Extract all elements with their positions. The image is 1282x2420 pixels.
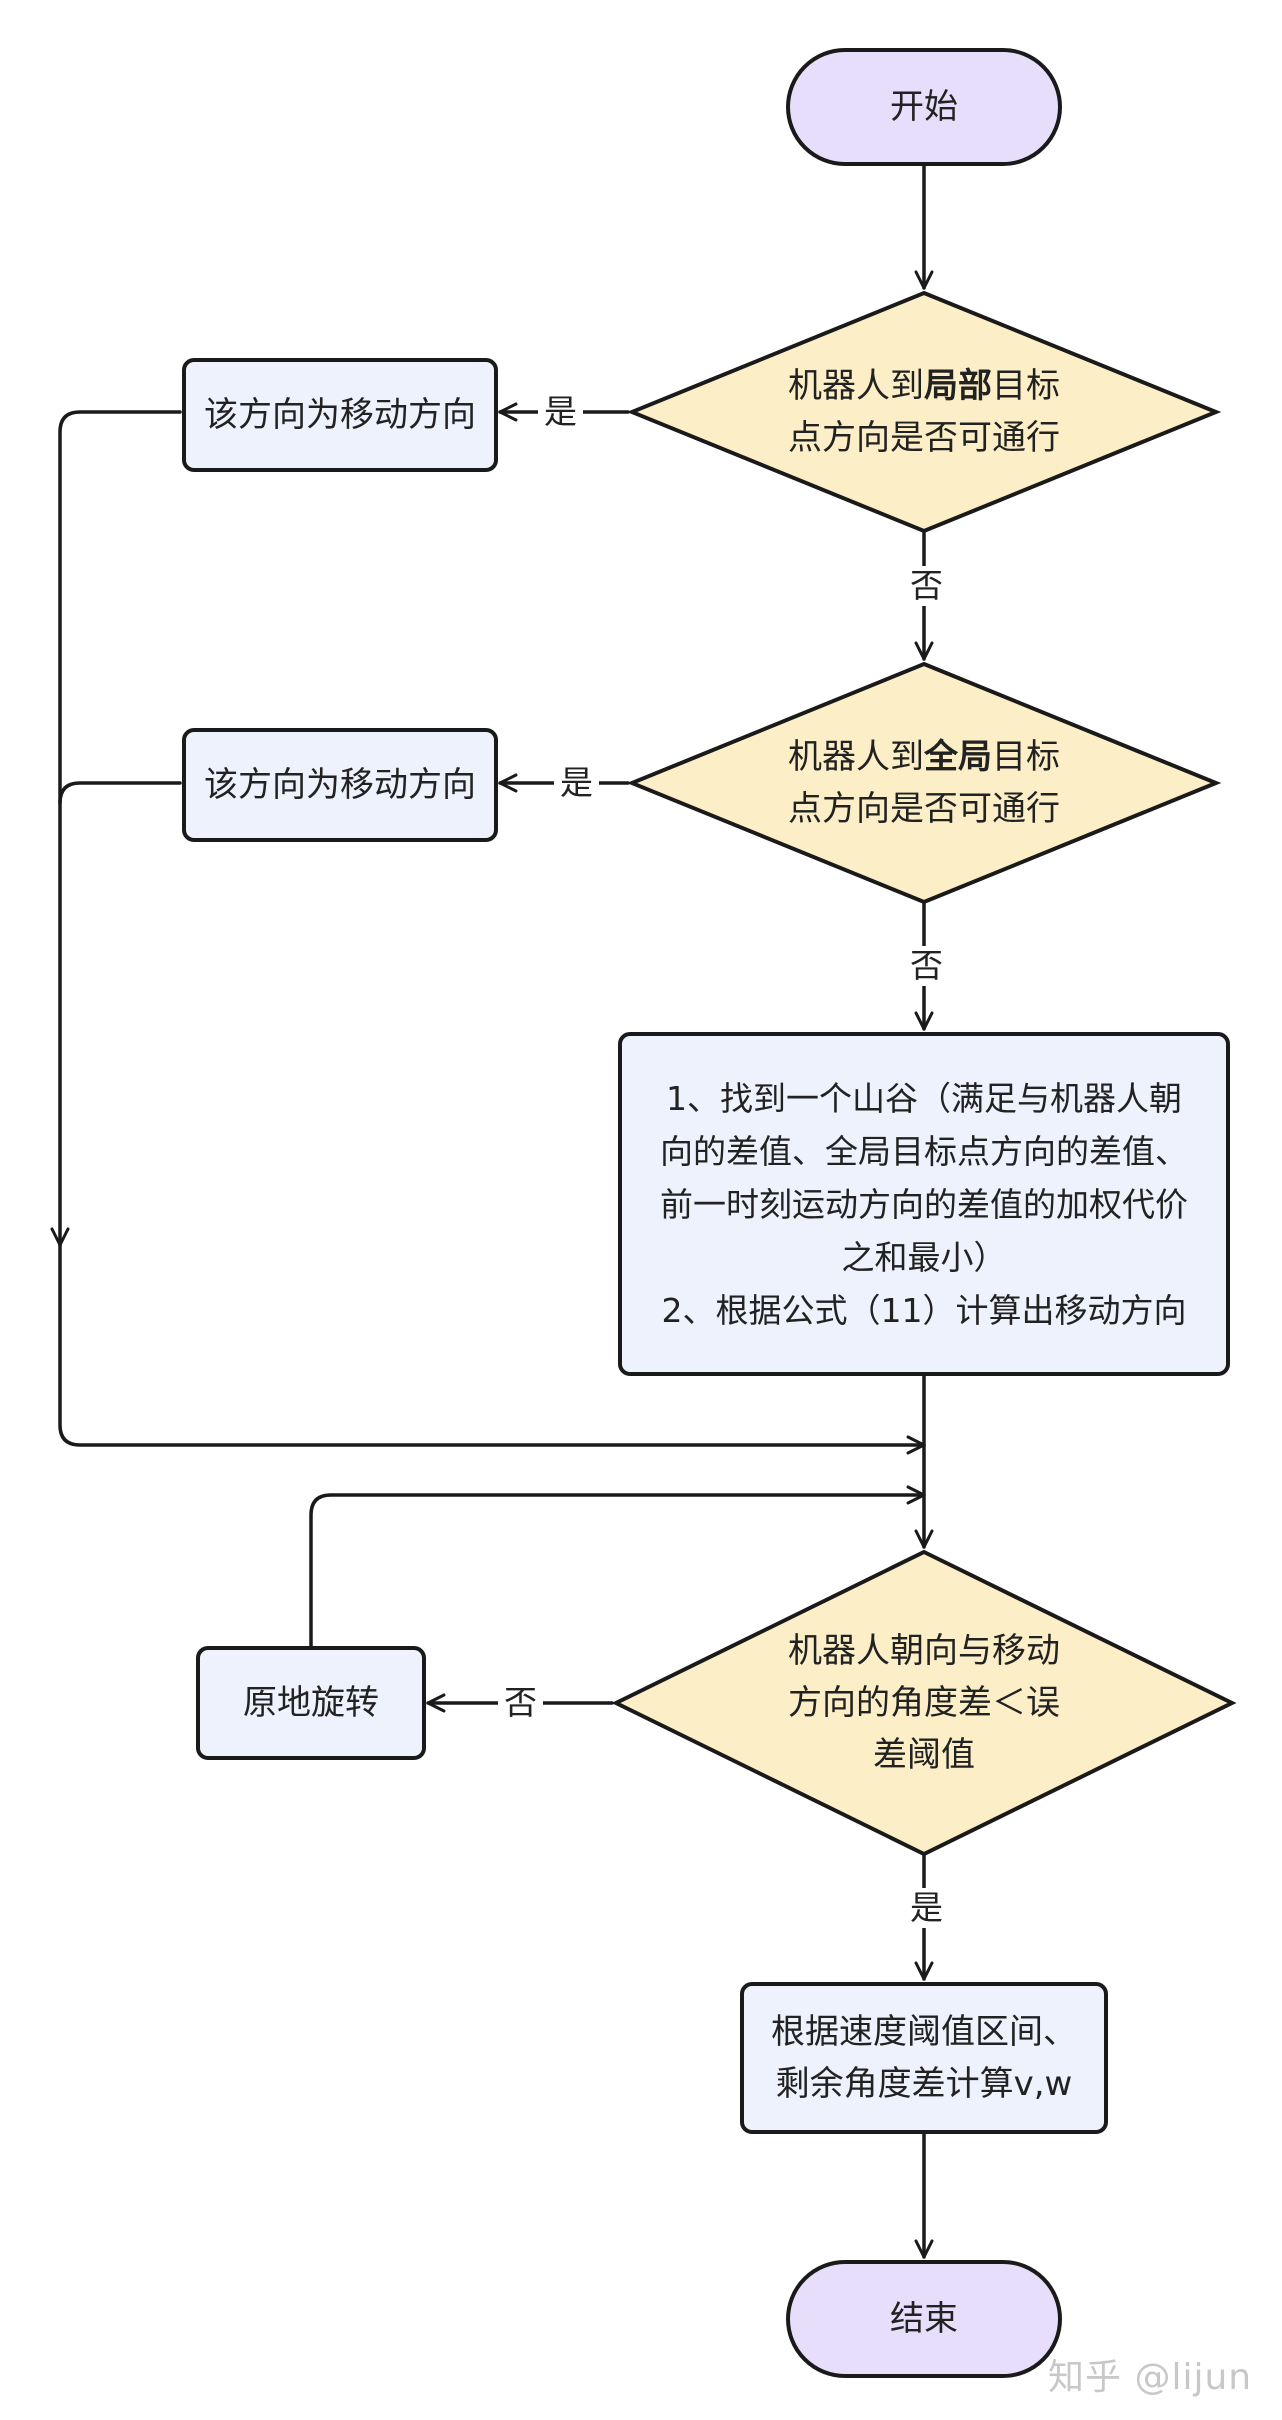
decision-local-text-bold: 局部 (924, 366, 992, 406)
decision-angle-line-1: 机器人朝向与移动 (788, 1631, 1060, 1671)
move-direction-box-2 (182, 728, 498, 842)
start-label-text: 开始 (890, 87, 958, 127)
start-terminal (786, 48, 1062, 166)
edge-label-local-yes: 是 (538, 392, 583, 432)
valley-line-2: 向的差值、全局目标点方向的差值、 (660, 1131, 1188, 1171)
move-direction-text-2: 该方向为移动方向 (204, 765, 476, 805)
edge-label-global-no: 否 (904, 946, 949, 986)
decision-local-diamond (626, 290, 1222, 534)
decision-local-label: 机器人到局部目标 点方向是否可通行 (700, 350, 1148, 474)
compute-vw-label: 根据速度阈值区间、 剩余角度差计算v,w (742, 1984, 1106, 2132)
valley-line-3: 前一时刻运动方向的差值的加权代价 (660, 1184, 1188, 1224)
compute-vw-line-2: 剩余角度差计算v,w (775, 2064, 1073, 2104)
decision-global-text-pre: 机器人到 (788, 737, 924, 777)
rotate-text: 原地旋转 (243, 1683, 379, 1723)
edge-label-angle-yes: 是 (904, 1888, 949, 1928)
end-terminal (786, 2260, 1062, 2378)
decision-global-label: 机器人到全局目标 点方向是否可通行 (700, 721, 1148, 845)
valley-line-4: 之和最小） (841, 1237, 1007, 1277)
end-label-text: 结束 (890, 2299, 958, 2339)
edge-move2-join-bus (58, 781, 182, 805)
decision-global-text-post: 目标 (992, 737, 1060, 777)
valley-process-box (618, 1032, 1230, 1376)
compute-vw-line-1: 根据速度阈值区间、 (771, 2012, 1077, 2052)
move-direction-text-1: 该方向为移动方向 (204, 395, 476, 435)
decision-local-text-line2: 点方向是否可通行 (788, 418, 1060, 458)
valley-line-5: 2、根据公式（11）计算出移动方向 (661, 1290, 1187, 1330)
edge-label-local-no: 否 (904, 566, 949, 606)
start-label: 开始 (788, 50, 1060, 164)
decision-angle-diamond (611, 1549, 1237, 1857)
end-label: 结束 (788, 2262, 1060, 2376)
valley-line-1: 1、找到一个山谷（满足与机器人朝 (666, 1078, 1182, 1118)
edge-label-global-yes: 是 (554, 763, 599, 803)
compute-vw-box (740, 1982, 1108, 2134)
decision-angle-line-2: 方向的角度差＜误 (788, 1683, 1060, 1723)
move-direction-box-1 (182, 358, 498, 472)
decision-global-text-line2: 点方向是否可通行 (788, 789, 1060, 829)
rotate-label: 原地旋转 (198, 1648, 424, 1758)
move-direction-label-2: 该方向为移动方向 (184, 730, 496, 840)
edge-move1-left-bus (50, 410, 182, 1247)
decision-global-text-bold: 全局 (924, 737, 992, 777)
edge-rotate-loop (309, 1485, 926, 1648)
valley-label: 1、找到一个山谷（满足与机器人朝 向的差值、全局目标点方向的差值、 前一时刻运动… (620, 1034, 1228, 1374)
decision-global-diamond (626, 661, 1222, 905)
decision-angle-line-3: 差阈值 (873, 1735, 975, 1775)
decision-angle-label: 机器人朝向与移动 方向的角度差＜误 差阈值 (700, 1620, 1148, 1786)
decision-local-text-pre: 机器人到 (788, 366, 924, 406)
edge-bus-to-main (58, 1243, 926, 1455)
move-direction-label-1: 该方向为移动方向 (184, 360, 496, 470)
decision-local-text-post: 目标 (992, 366, 1060, 406)
rotate-in-place-box (196, 1646, 426, 1760)
watermark: 知乎 @lijun (1048, 2357, 1253, 2398)
edge-label-angle-no: 否 (498, 1683, 543, 1723)
